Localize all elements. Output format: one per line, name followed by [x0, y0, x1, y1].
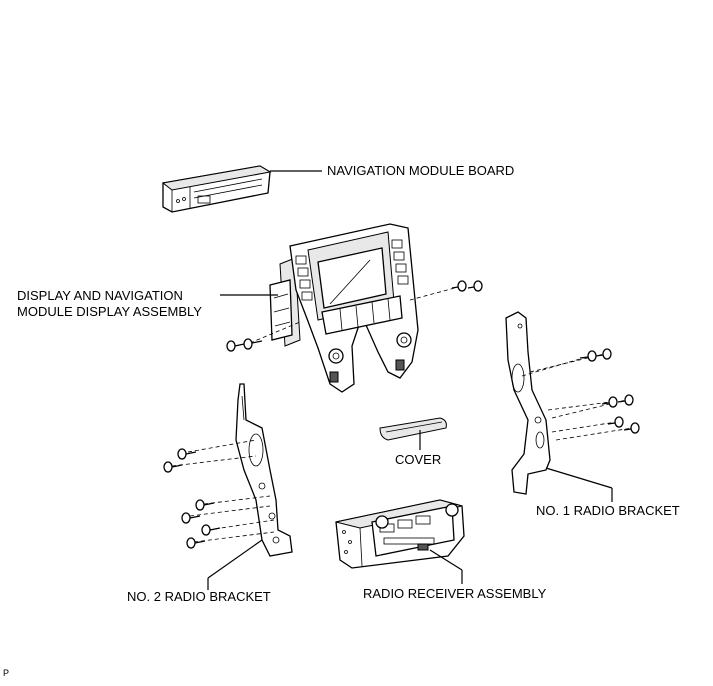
display-navigation-module-assembly	[269, 223, 419, 393]
label-no2-radio-bracket: NO. 2 RADIO BRACKET	[127, 589, 271, 604]
leader-radio-receiver	[429, 549, 463, 571]
label-cover: COVER	[395, 452, 442, 467]
no1-bracket-screws	[521, 348, 640, 441]
reference-code: P	[3, 668, 10, 678]
label-display-line-2: MODULE DISPLAY ASSEMBLY	[17, 304, 202, 319]
no2-radio-bracket	[235, 383, 293, 557]
navigation-module-board	[161, 165, 272, 213]
no2-bracket-screws	[163, 439, 275, 549]
leader-no2-bracket	[207, 539, 263, 579]
cover-part	[379, 417, 447, 441]
no1-radio-bracket	[505, 311, 551, 495]
leader-no1-bracket	[545, 467, 613, 489]
label-display-line-1: DISPLAY AND NAVIGATION	[17, 288, 183, 303]
display-screws	[226, 280, 483, 352]
radio-receiver-assembly	[335, 499, 465, 569]
label-radio-receiver-assembly: RADIO RECEIVER ASSEMBLY	[363, 586, 547, 601]
label-no1-radio-bracket: NO. 1 RADIO BRACKET	[536, 503, 680, 518]
label-navigation-module-board: NAVIGATION MODULE BOARD	[327, 163, 515, 178]
